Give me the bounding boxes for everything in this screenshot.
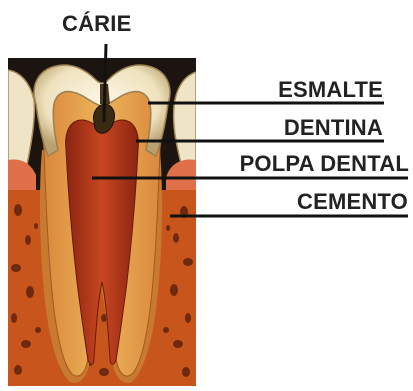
label-dentina: DENTINA — [284, 117, 383, 139]
label-polpa-dental: POLPA DENTAL — [240, 153, 409, 175]
label-cemento: CEMENTO — [297, 191, 408, 213]
label-carie: CÁRIE — [62, 13, 131, 35]
leader-line-carie — [104, 44, 106, 122]
illustration-panel — [8, 58, 196, 386]
label-esmalte: ESMALTE — [278, 79, 383, 101]
